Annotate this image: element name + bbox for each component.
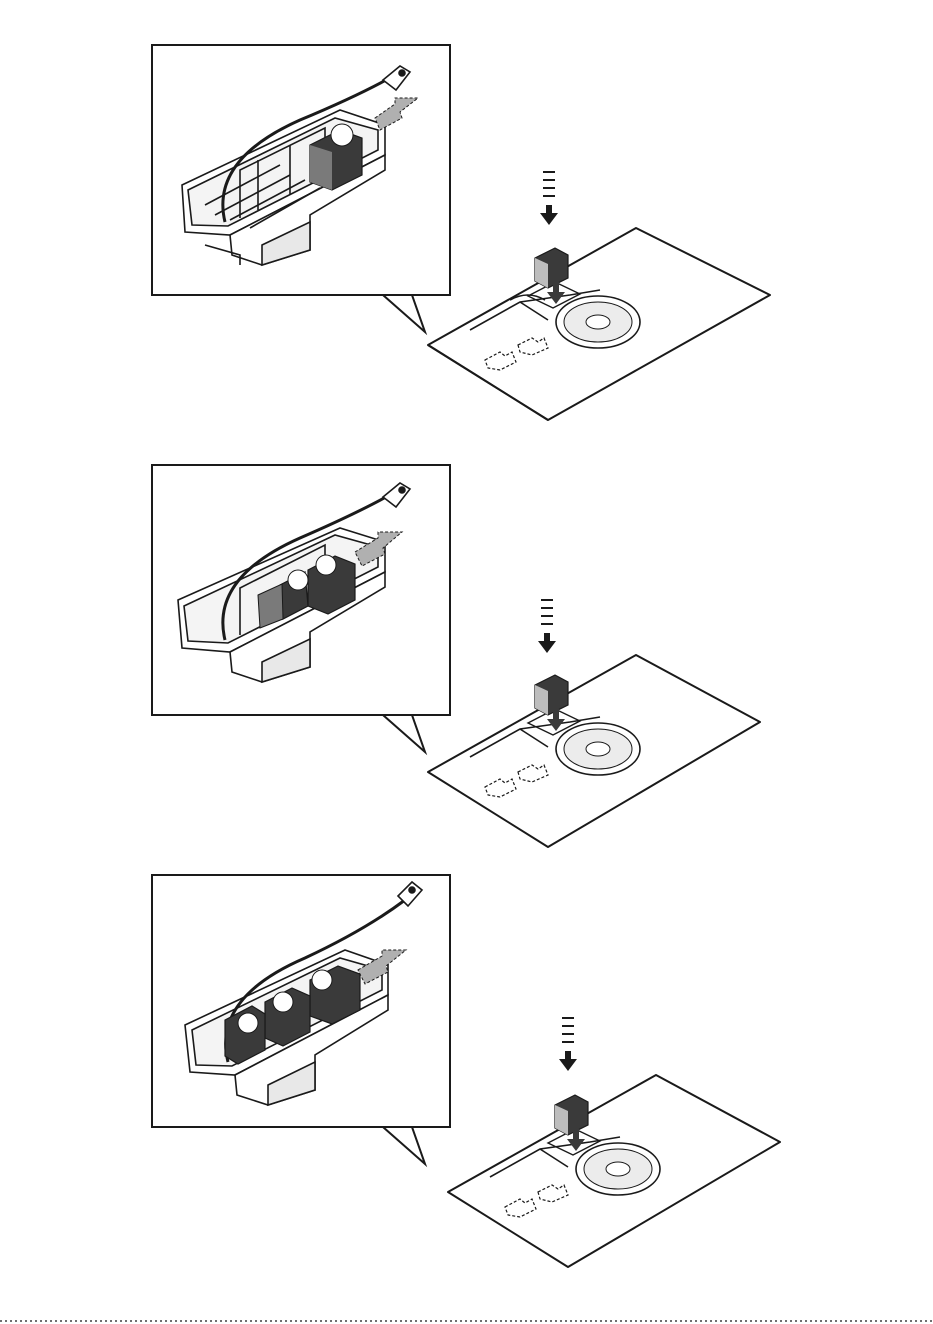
page-edge-dashes (0, 1318, 933, 1324)
speaker-fan-icon (556, 296, 640, 348)
speaker-fan-icon (576, 1143, 660, 1195)
down-arrow-icon (540, 172, 558, 225)
step-2 (0, 420, 933, 860)
down-arrow-icon (559, 1018, 577, 1071)
down-arrow-icon (538, 600, 556, 653)
speaker-fan-icon (556, 723, 640, 775)
step-3 (0, 830, 933, 1310)
step-1-illustration (0, 0, 933, 430)
step-1 (0, 0, 933, 430)
step-3-illustration (0, 830, 933, 1310)
step-2-illustration (0, 420, 933, 860)
